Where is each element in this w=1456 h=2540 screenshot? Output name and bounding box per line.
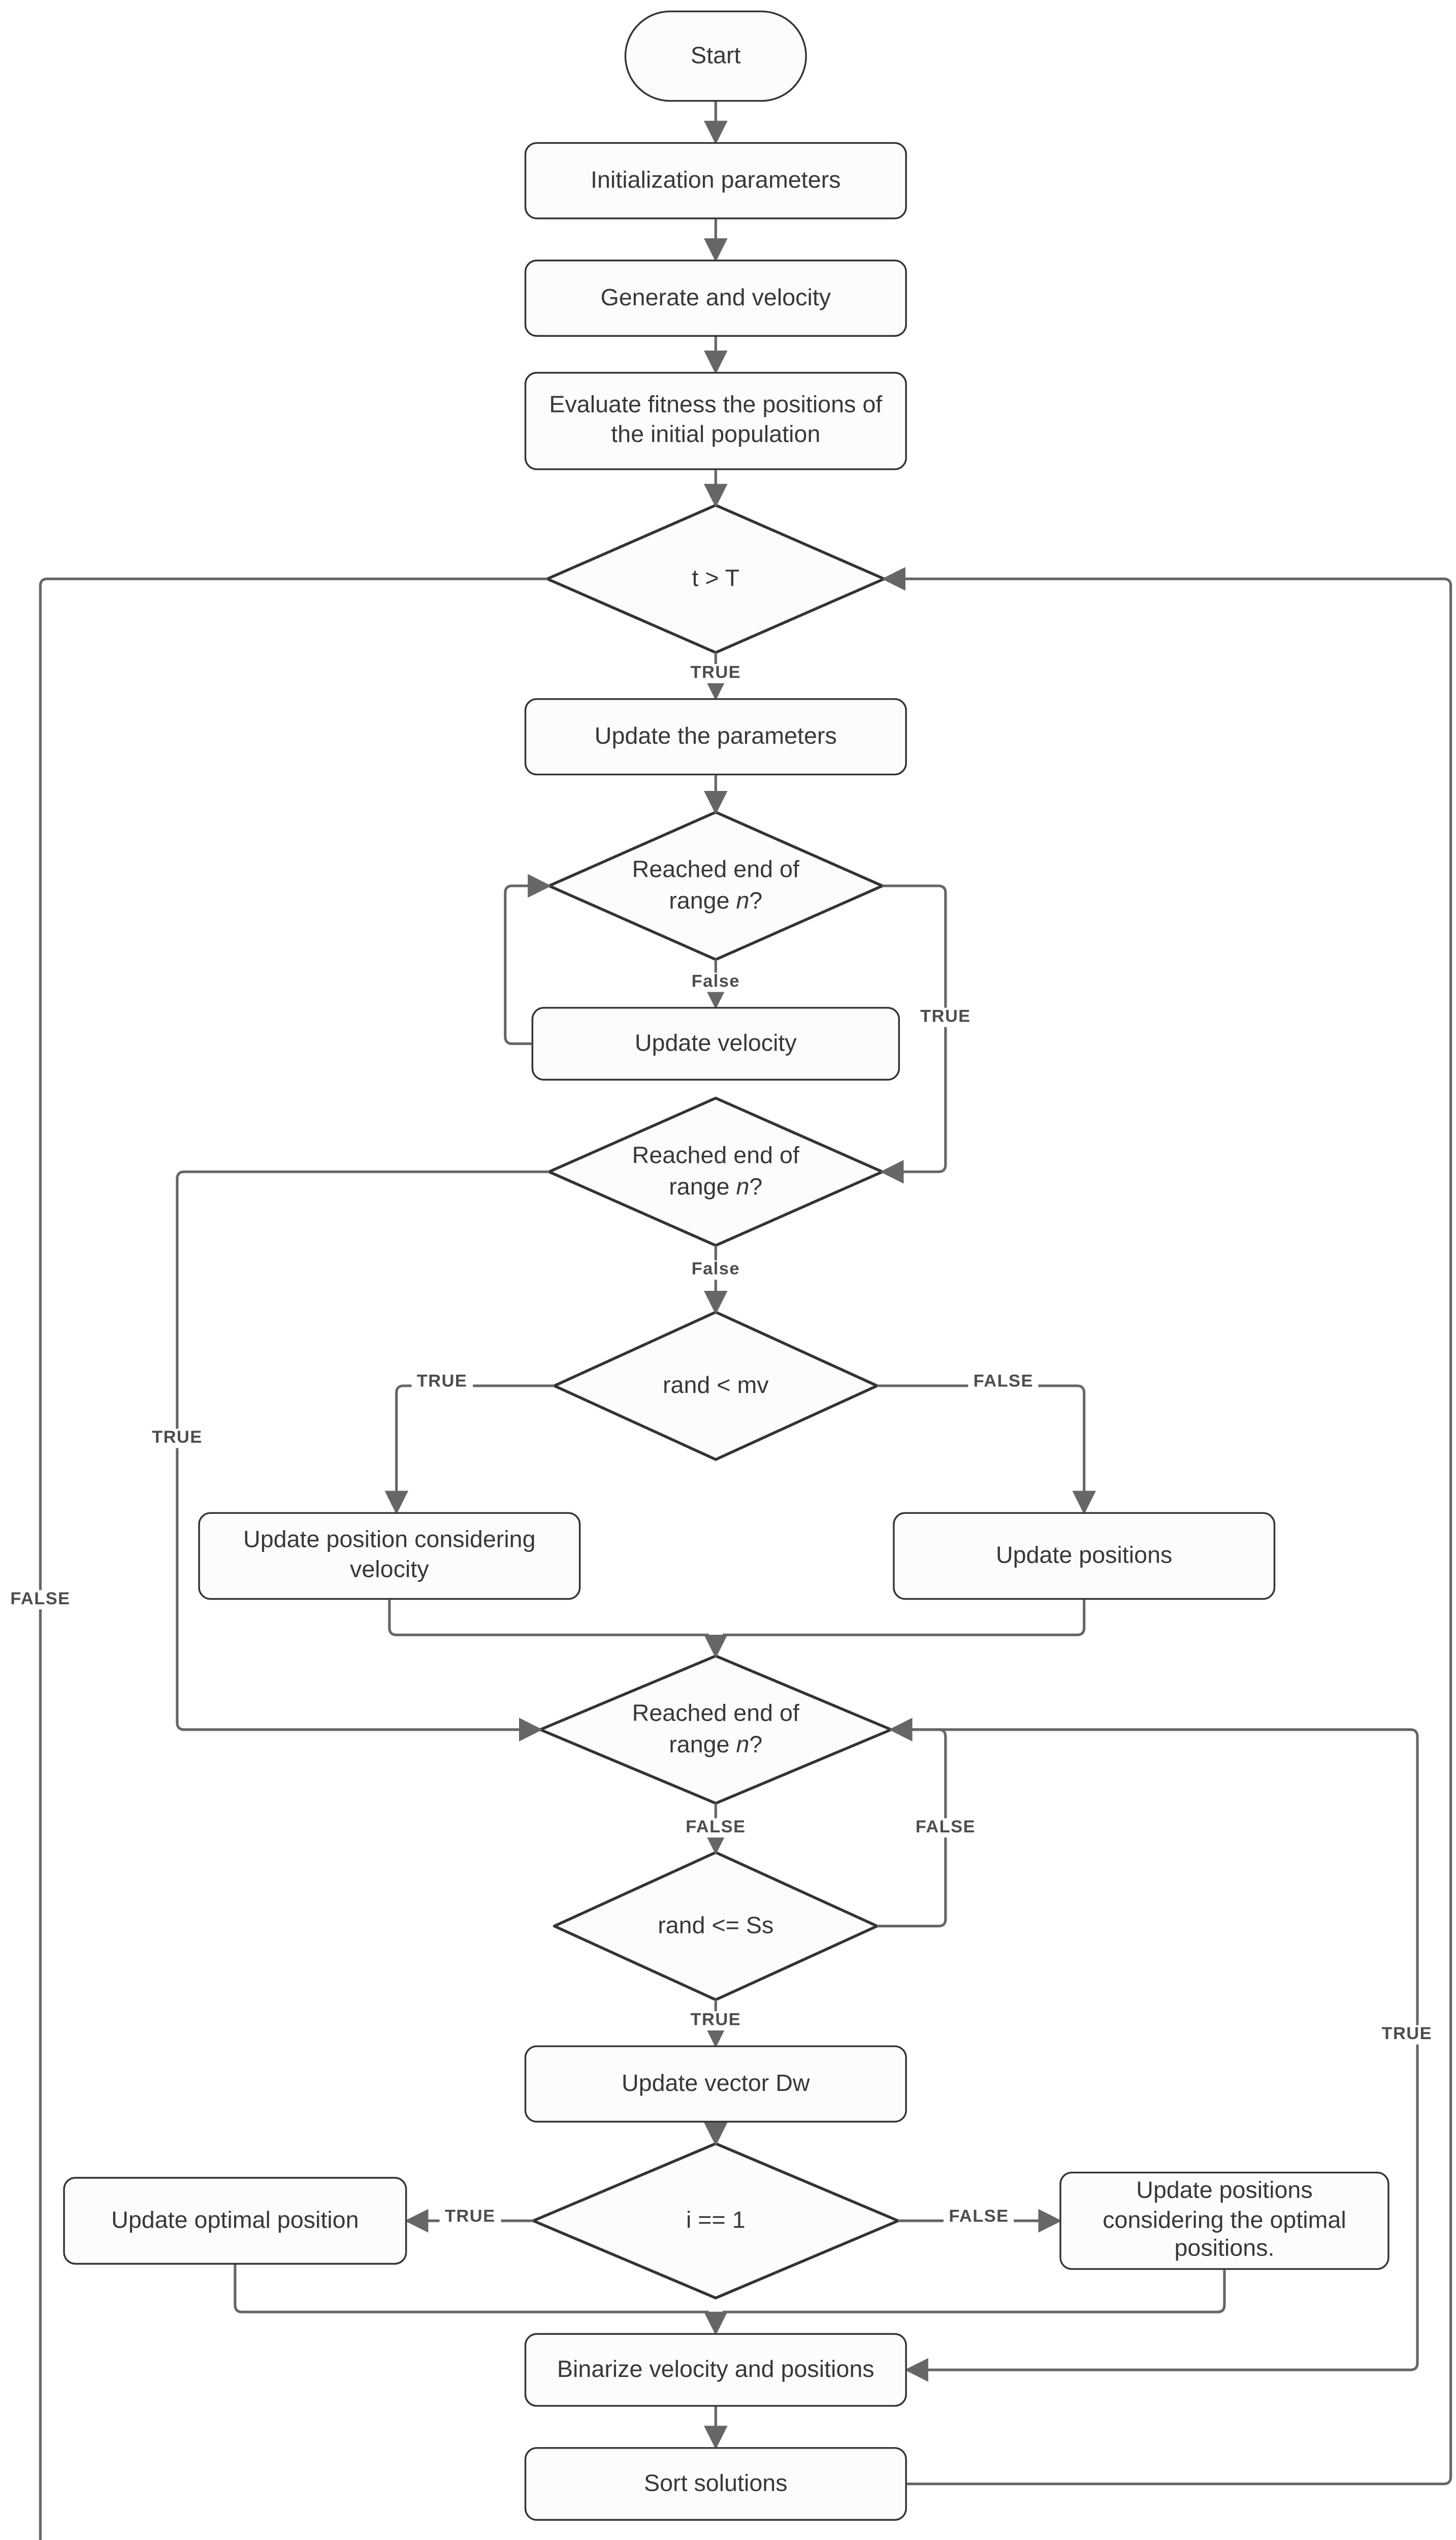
range-check-1-decision-shape <box>547 811 884 961</box>
rand-less-mv-decision-shape <box>553 1311 879 1461</box>
update-parameters-label: Update the parameters <box>594 722 837 748</box>
sort-solutions-label: Sort solutions <box>644 2469 788 2496</box>
edge-label-range2-false: False <box>686 1260 746 1280</box>
update-velocity-label: Update velocity <box>634 1029 797 1056</box>
edge-label-i-true: TRUE <box>439 2207 501 2227</box>
rand-less-equal-ss-decision-shape <box>553 1851 879 2002</box>
generate-velocity-box: Generate and velocity <box>524 260 907 337</box>
evaluate-fitness-box: Evaluate fitness the positions of the in… <box>524 372 907 470</box>
edge-label-range1-false: False <box>686 972 746 992</box>
update-positions-label: Update positions <box>995 1541 1173 1568</box>
start-terminator: Start <box>624 10 807 102</box>
edge-label-i-false: FALSE <box>943 2207 1014 2227</box>
i-equals-1-decision-shape <box>532 2142 900 2300</box>
edge-label-mv-false: FALSE <box>968 1373 1039 1392</box>
range-check-2-decision-shape <box>547 1096 884 1247</box>
binarize-label: Binarize velocity and positions <box>557 2355 875 2382</box>
evaluate-fitness-label: Evaluate fitness the positions of the in… <box>549 391 883 448</box>
edge-label-ss-true: TRUE <box>685 2011 747 2030</box>
edge-label-range1-true: TRUE <box>915 1007 976 1027</box>
edge-label-range2-true: TRUE <box>146 1428 208 1448</box>
initialization-parameters-box: Initialization parameters <box>524 142 907 219</box>
sort-solutions-box: Sort solutions <box>524 2447 907 2521</box>
update-vector-dw-box: Update vector Dw <box>524 2045 907 2123</box>
initialization-parameters-label: Initialization parameters <box>591 166 841 193</box>
t-greater-T-decision-shape <box>545 503 886 654</box>
edge-label-range3-true: TRUE <box>1376 2025 1438 2045</box>
edge-label-range3-false: FALSE <box>680 1818 751 1838</box>
update-optimal-position-box: Update optimal position <box>63 2177 407 2265</box>
update-positions-optimal-box: Update positions considering the optimal… <box>1059 2171 1389 2270</box>
edge-label-range3-loop-false: FALSE <box>910 1818 981 1838</box>
range-check-3-decision-shape <box>539 1654 893 1805</box>
update-position-velocity-box: Update position considering velocity <box>198 1512 581 1600</box>
update-velocity-box: Update velocity <box>531 1007 900 1081</box>
update-vector-dw-label: Update vector Dw <box>621 2069 810 2096</box>
update-position-velocity-label: Update position considering velocity <box>243 1526 536 1582</box>
edge-label-mv-true: TRUE <box>411 1373 473 1392</box>
update-optimal-position-label: Update optimal position <box>111 2206 359 2233</box>
update-positions-box: Update positions <box>893 1512 1276 1600</box>
update-positions-optimal-label: Update positions considering the optimal… <box>1103 2176 1346 2262</box>
binarize-box: Binarize velocity and positions <box>524 2333 907 2407</box>
generate-velocity-label: Generate and velocity <box>600 283 831 310</box>
start-label: Start <box>691 41 741 68</box>
edge-label-t-false: FALSE <box>5 1590 76 1610</box>
edge-label-t-true: TRUE <box>685 663 747 683</box>
update-parameters-box: Update the parameters <box>524 698 907 776</box>
